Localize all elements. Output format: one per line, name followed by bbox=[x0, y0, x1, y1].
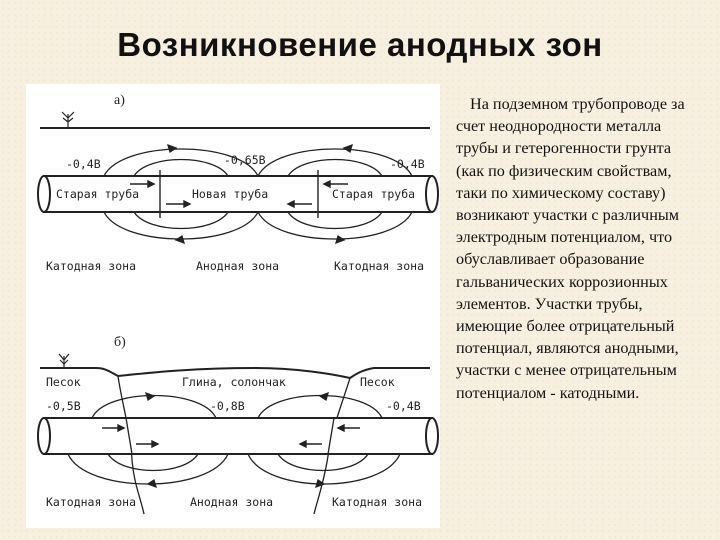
corrosion-diagram: а) -0,4В -0,65В -0,4В bbox=[26, 84, 440, 528]
current-loop-left-lower-inner bbox=[133, 211, 229, 230]
current-loop-b-left-lower-inner bbox=[107, 453, 199, 472]
zone-a-right: Катодная зона bbox=[334, 259, 424, 273]
pipe-a bbox=[43, 175, 433, 213]
pipe-a-label-left: Старая труба bbox=[56, 187, 139, 201]
potential-a-right: -0,4В bbox=[390, 157, 425, 171]
current-loop-b-right bbox=[257, 394, 383, 419]
soil-b-center: Глина, солончак bbox=[182, 375, 286, 389]
soil-boundary-right bbox=[313, 377, 351, 515]
panel-a: а) -0,4В -0,65В -0,4В bbox=[37, 93, 439, 273]
pipe-a-left-end bbox=[37, 175, 51, 213]
panel-a-label: а) bbox=[114, 93, 125, 108]
current-loop-right-inner bbox=[287, 158, 383, 177]
soil-b-right: Песок bbox=[360, 375, 395, 389]
current-loop-b-right-lower-inner bbox=[277, 453, 369, 472]
pipe-b bbox=[43, 417, 433, 455]
description-text: На подземном трубопроводе за счет неодно… bbox=[456, 95, 685, 402]
current-loop-right-lower bbox=[257, 211, 413, 240]
pipe-a-current-arrows bbox=[130, 179, 348, 209]
pipe-a-label-right: Старая труба bbox=[332, 187, 415, 201]
zone-b-center: Анодная зона bbox=[190, 495, 273, 509]
panel-b-label: б) bbox=[114, 335, 126, 350]
pipe-a-right-end bbox=[425, 175, 439, 213]
potential-b-right: -0,4В bbox=[386, 399, 421, 413]
soil-boundary-left bbox=[117, 375, 145, 515]
slide-title: Возникновение анодных зон bbox=[117, 26, 603, 63]
plant-icon bbox=[61, 111, 75, 128]
current-loop-b-left bbox=[91, 394, 217, 419]
potential-a-center: -0,65В bbox=[224, 153, 266, 167]
current-loop-left-lower bbox=[103, 211, 259, 240]
current-loop-left-outer bbox=[103, 148, 259, 177]
pipe-b-right-end bbox=[425, 417, 439, 455]
zone-a-left: Катодная зона bbox=[46, 259, 136, 273]
current-loop-b-left-lower bbox=[67, 453, 229, 485]
plant-icon bbox=[58, 353, 70, 368]
current-loop-b-right-lower bbox=[247, 453, 401, 485]
panel-b: б) Песок Глина, солончак Песок -0,5В -0,… bbox=[37, 335, 439, 515]
zone-a-center: Анодная зона bbox=[196, 259, 279, 273]
pipe-a-label-center: Новая труба bbox=[192, 187, 268, 201]
pipe-b-current-arrows bbox=[102, 423, 360, 449]
ground-line-b bbox=[40, 366, 430, 380]
description-panel: На подземном трубопроводе за счет неодно… bbox=[456, 93, 692, 404]
zone-b-left: Катодная зона bbox=[46, 495, 136, 509]
current-loop-right-outer bbox=[257, 148, 413, 177]
pipe-b-left-end bbox=[37, 417, 51, 455]
potential-b-left: -0,5В bbox=[46, 399, 81, 413]
current-loop-left-inner bbox=[133, 158, 229, 177]
soil-b-left: Песок bbox=[46, 375, 81, 389]
zone-b-right: Катодная зона bbox=[332, 495, 422, 509]
current-loop-right-lower-inner bbox=[287, 211, 383, 230]
potential-b-center: -0,8В bbox=[210, 399, 245, 413]
potential-a-left: -0,4В bbox=[66, 157, 101, 171]
